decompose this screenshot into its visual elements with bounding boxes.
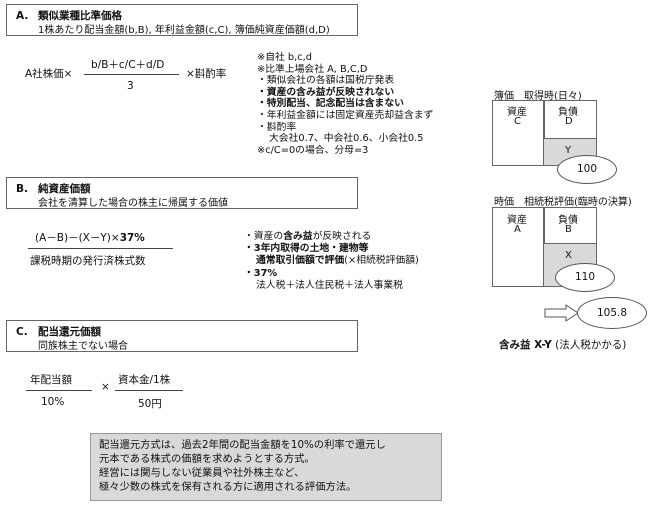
section-b-title: 純資産価額 <box>38 183 91 195</box>
bs2-equity-letter: X <box>565 250 572 261</box>
formula-b-numerator: (A－B)－(X－Y)×37% <box>35 230 145 245</box>
note-line-4: 極々少数の株式を保有される方に適用される評価方法。 <box>99 481 357 493</box>
note-a-5: ・特別配当、記念配当は含まない <box>257 98 404 110</box>
note-line-2: 元本である株式の価額を求めようとする方式。 <box>99 453 315 465</box>
formula-c-frac2-numerator: 資本金/1株 <box>118 374 171 386</box>
bs1-asset-box <box>492 100 545 166</box>
formula-a-lhs: A社株価× <box>25 68 73 80</box>
note-a-9: ※c/C=0の場合、分母=3 <box>257 144 369 156</box>
formula-b-denominator: 課税時期の発行済株式数 <box>30 255 146 267</box>
gain-value: 105.8 <box>596 307 628 319</box>
bs1-liability-letter: D <box>565 116 573 127</box>
bs2-liability-label: 負債 <box>558 215 578 226</box>
bs1-value: 100 <box>576 163 598 175</box>
formula-c-frac1-bar <box>26 390 92 391</box>
formula-a-rhs: ×斟酌率 <box>186 68 227 80</box>
gain-value-oval: 105.8 <box>577 297 647 329</box>
formula-a-denominator: 3 <box>127 80 134 92</box>
bs1-equity-letter: Y <box>565 145 572 156</box>
bs2-caption: 時価 相続税評価(臨時の決算) <box>494 197 632 208</box>
bs1-caption: 簿価 取得時(日々) <box>494 91 582 102</box>
note-a-3: ・類似会社の各額は国税庁発表 <box>257 75 395 87</box>
formula-a-numerator: b/B＋c/C＋d/D <box>91 59 165 71</box>
right-arrow-icon <box>544 304 579 322</box>
note-b-1: ・資産の含み益が反映される <box>244 231 372 242</box>
section-a-notes: ※自社 b,c,d ※比準上場会社 A, B,C,D ・類似会社の各額は国税庁発… <box>257 52 433 156</box>
section-b-header: B. 純資産価額 会社を清算した場合の株主に帰属する価値 <box>6 177 358 209</box>
note-a-4: ・資産の含み益が反映されない <box>257 86 395 98</box>
bs1-value-oval: 100 <box>557 155 617 184</box>
section-c-title: 配当還元価額 <box>38 326 101 338</box>
section-a-number: A. <box>16 10 29 22</box>
section-c-header: C. 配当還元価額 同族株主でない場合 <box>6 320 358 352</box>
section-c-subtitle: 同族株主でない場合 <box>38 341 128 352</box>
formula-c-frac1-numerator: 年配当額 <box>30 374 72 386</box>
note-b-5: 法人税＋法人住民税＋法人事業税 <box>256 279 403 291</box>
note-a-6: ・年利益金額には固定資産売却益含まず <box>257 109 434 121</box>
note-a-8: 大会社0.7、中会社0.6、小会社0.5 <box>269 133 424 145</box>
formula-b-numerator-pct: 37% <box>119 232 145 244</box>
bs2-asset-letter: A <box>514 224 521 235</box>
bs2-value-oval: 110 <box>555 263 615 292</box>
gain-label-note: (法人税かかる) <box>555 339 627 351</box>
formula-b-fraction-bar <box>28 248 173 249</box>
bs2-asset-label: 資産 <box>507 215 527 226</box>
formula-c-times: × <box>101 381 110 393</box>
formula-b-numerator-text: (A－B)－(X－Y)× <box>35 232 120 244</box>
formula-c-frac1-denominator: 10% <box>41 396 65 408</box>
formula-c-frac2-denominator: 50円 <box>138 398 162 410</box>
bs1-liability-label: 負債 <box>558 107 578 118</box>
bs1-asset-label: 資産 <box>507 107 527 118</box>
note-line-3: 経営には関与しない従業員や社外株主など、 <box>99 467 305 479</box>
note-b-4: ・37% <box>244 267 278 279</box>
note-a-7: ・斟酌率 <box>257 121 297 133</box>
note-b-2: ・3年内取得の土地・建物等 <box>244 243 369 255</box>
note-line-1: 配当還元方式は、過去2年間の配当金額を10%の利率で還元し <box>99 439 386 451</box>
gain-label-main: 含み益 X-Y <box>499 339 552 351</box>
note-b-3: 通常取引価額で評価(×相続税評価額) <box>256 255 419 267</box>
section-a-title: 類似業種比準価格 <box>38 10 122 22</box>
section-b-notes: ・資産の含み益が反映される ・3年内取得の土地・建物等 通常取引価額で評価(×相… <box>244 231 419 292</box>
note-a-1: ※自社 b,c,d <box>257 52 312 63</box>
bs2-liability-letter: B <box>565 224 572 235</box>
formula-a-fraction-bar <box>84 74 179 75</box>
bs2-value: 110 <box>574 271 596 283</box>
gain-label: 含み益 X-Y (法人税かかる) <box>499 337 626 352</box>
section-a-subtitle: 1株あたり配当金額(b,B), 年利益金額(c,C), 簿価純資産価額(d,D) <box>38 25 330 36</box>
bs1-asset-letter: C <box>514 116 521 127</box>
section-a-header: A. 類似業種比準価格 1株あたり配当金額(b,B), 年利益金額(c,C), 簿… <box>6 4 358 36</box>
section-b-number: B. <box>16 183 28 195</box>
section-b-subtitle: 会社を清算した場合の株主に帰属する価値 <box>38 198 228 209</box>
note-a-2: ※比準上場会社 A, B,C,D <box>257 63 368 75</box>
formula-c-frac2-bar <box>115 390 183 391</box>
section-c-number: C. <box>16 326 28 338</box>
method-description-note: 配当還元方式は、過去2年間の配当金額を10%の利率で還元し 元本である株式の価額… <box>90 433 442 501</box>
